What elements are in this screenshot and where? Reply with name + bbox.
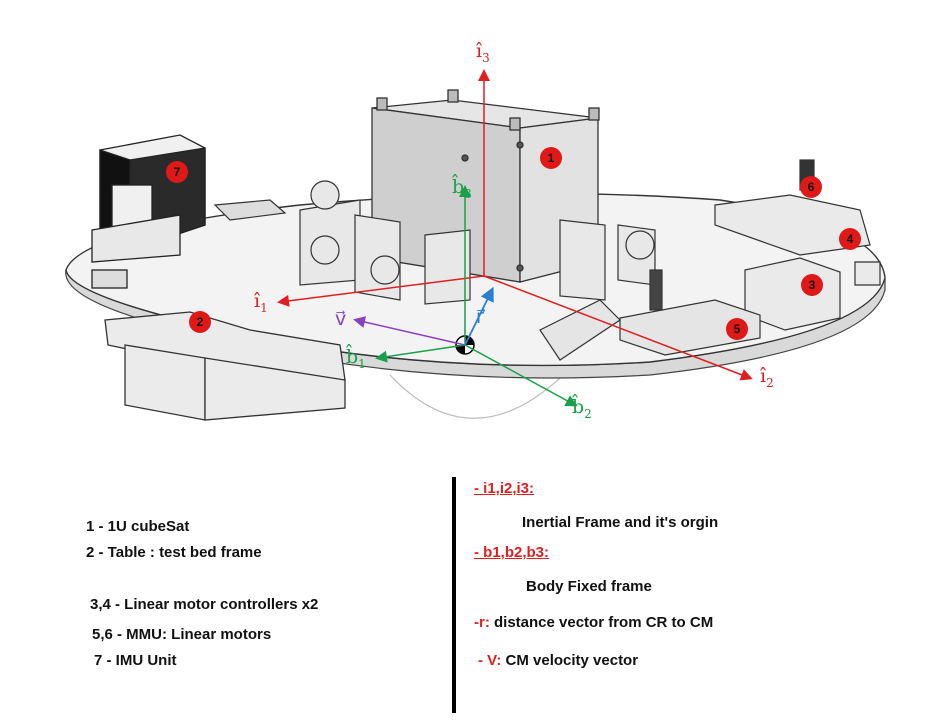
legend-item-1: 1 - 1U cubeSat: [86, 518, 190, 535]
legend-item-5-6: 5,6 - MMU: Linear motors: [92, 626, 272, 643]
b3-label: b̂3: [452, 176, 472, 201]
legend-item-7: 7 - IMU Unit: [94, 652, 177, 669]
marker-7: 7: [166, 161, 188, 183]
marker-3: 3: [801, 274, 823, 296]
i2-axis: [483, 275, 753, 381]
inertial-heading: - i1,i2,i3:: [474, 480, 535, 497]
cube-brackets: [299, 180, 656, 305]
r-legend: -r: distance vector from CR to CM: [474, 614, 714, 631]
b2-label: b̂2: [572, 396, 592, 421]
legend-divider: [452, 477, 456, 713]
i1-axis: [277, 275, 485, 307]
b2-axis: [464, 344, 578, 407]
inertial-desc: Inertial Frame and it's orgin: [522, 514, 719, 531]
marker-1: 1: [540, 147, 562, 169]
small-pad: [213, 199, 287, 221]
i1-label: î1: [254, 290, 268, 315]
body-heading: - b1,b2,b3:: [474, 544, 550, 561]
v-label: v⃗: [335, 308, 347, 330]
v-legend: - V: CM velocity vector: [478, 652, 639, 669]
marker-2: 2: [189, 311, 211, 333]
marker-6: 6: [800, 176, 822, 198]
table-clamp: [104, 311, 346, 421]
marker-4: 4: [839, 228, 861, 250]
r-vector: [464, 286, 494, 346]
v-vector: [353, 316, 466, 346]
testbed-diagram: 1 2 3 4 5 6 7 î3 î1 î2 b̂3 b̂1 b̂2 r⃗ v⃗: [65, 40, 886, 421]
air-bearing-dome: [389, 374, 561, 419]
legend-item-2: 2 - Table : test bed frame: [86, 544, 262, 561]
legend-item-3-4: 3,4 - Linear motor controllers x2: [90, 596, 319, 613]
b1-label: b̂1: [346, 346, 366, 371]
i2-label: î2: [760, 365, 774, 390]
b1-axis: [375, 344, 466, 363]
marker-5: 5: [726, 318, 748, 340]
body-desc: Body Fixed frame: [526, 578, 652, 595]
i3-label: î3: [476, 40, 490, 65]
r-label: r⃗: [476, 306, 484, 328]
testbed-drawing: [65, 69, 886, 421]
